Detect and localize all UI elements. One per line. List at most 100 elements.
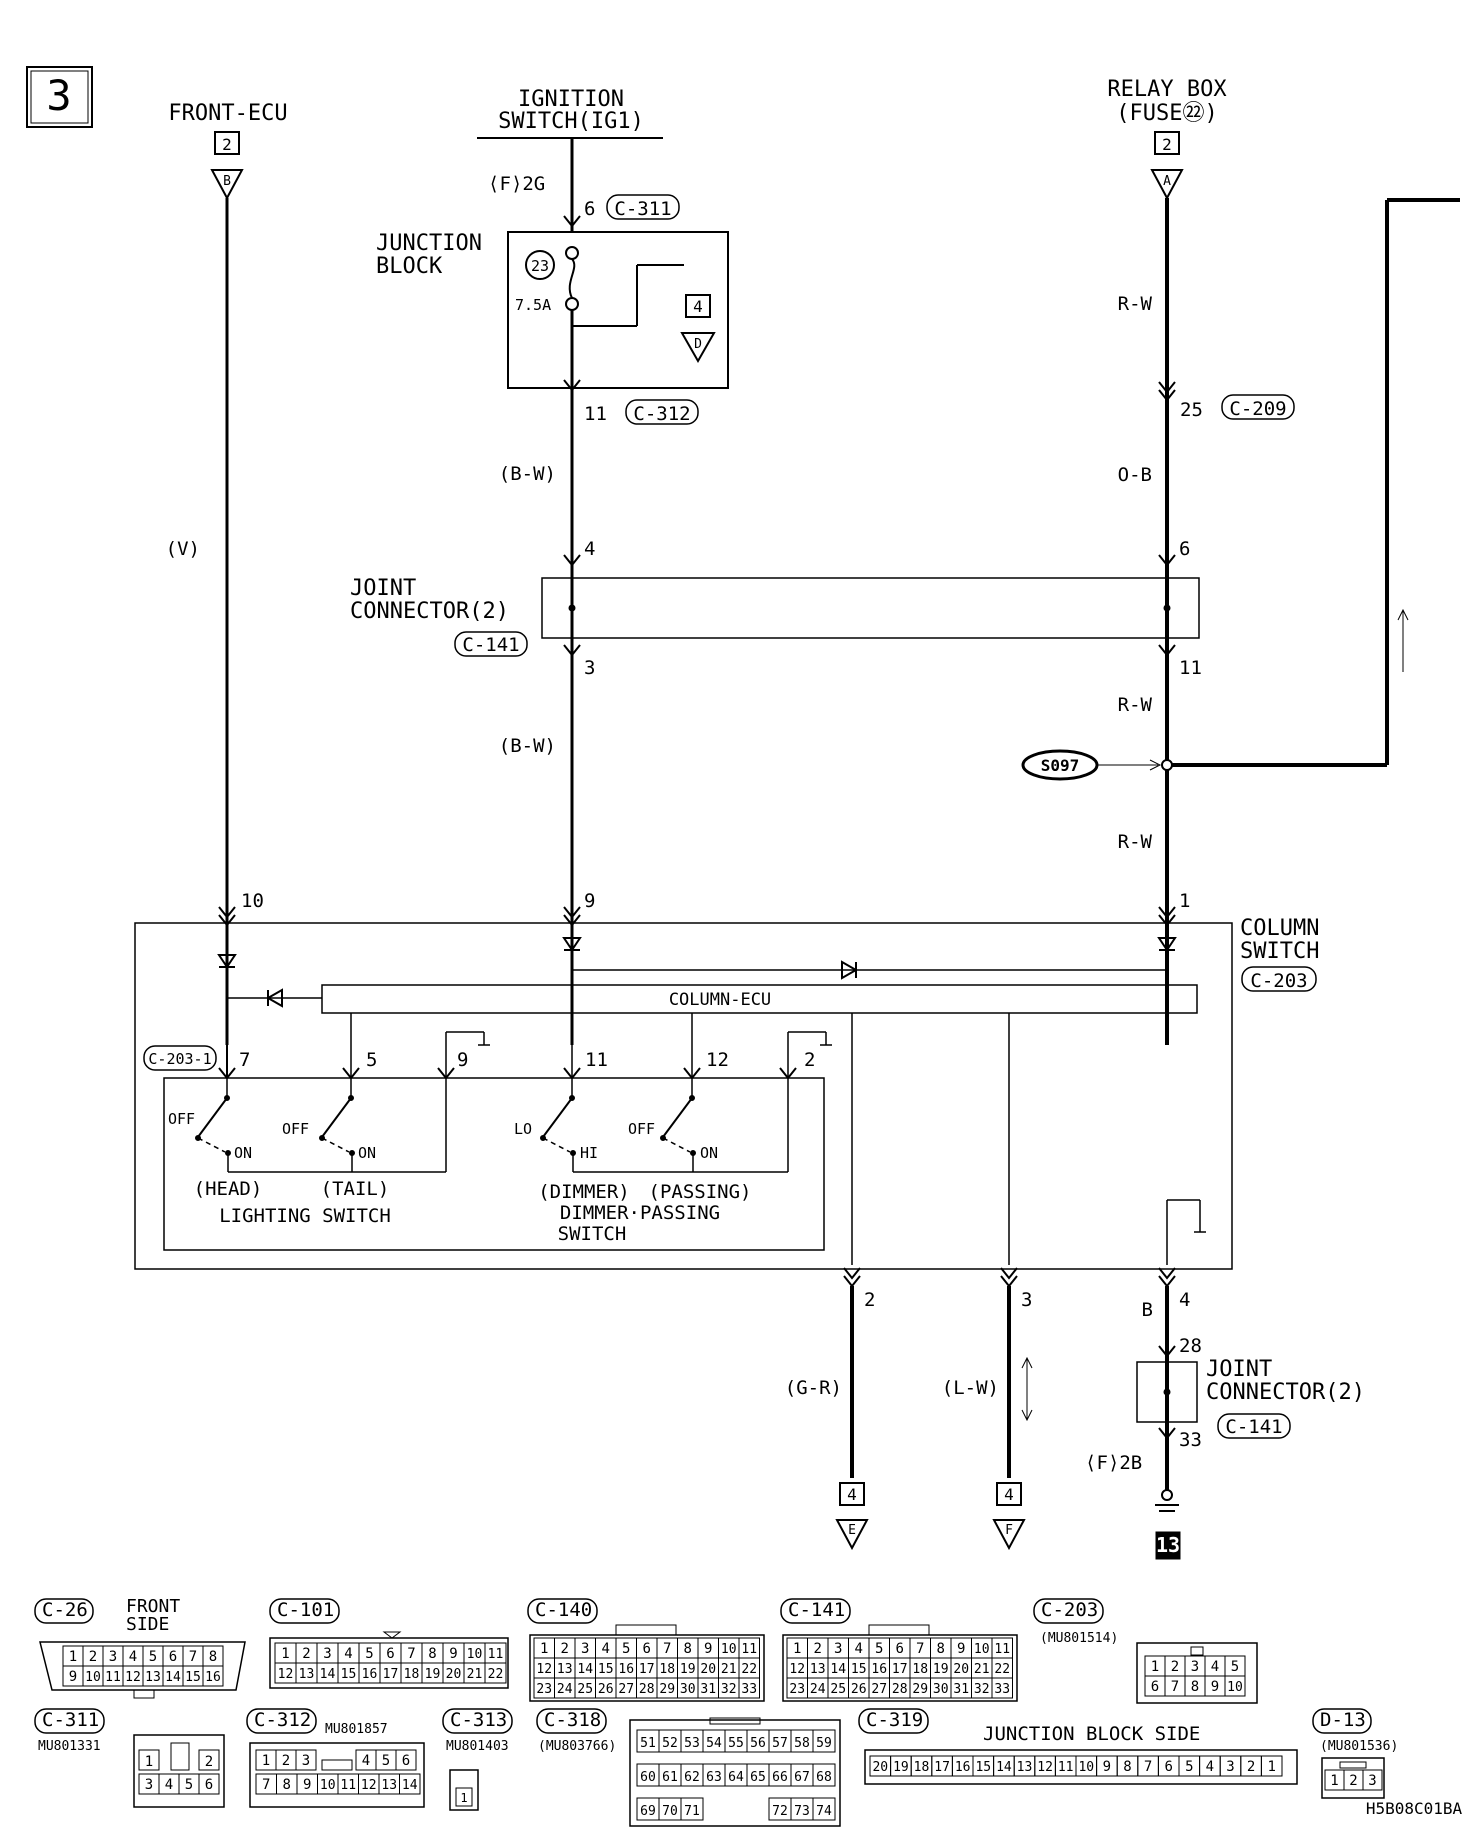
joint-connector-b-ref: C-141 xyxy=(1225,1416,1282,1438)
connector-c318-shell xyxy=(629,1719,841,1827)
connector-c319-pin: 17 xyxy=(934,1760,950,1775)
connector-c141-pin: 17 xyxy=(892,1662,908,1677)
connector-c101-pin: 8 xyxy=(428,1646,436,1662)
connector-c26-pin: 12 xyxy=(125,1670,141,1685)
connector-c26-pin: 7 xyxy=(189,1649,197,1665)
connector-c311-cell xyxy=(198,1773,220,1795)
connector-c141-pin: 14 xyxy=(830,1662,846,1677)
pin-arrow xyxy=(1158,1267,1176,1280)
label-outline xyxy=(1241,966,1317,992)
relay-box-arrow xyxy=(1150,169,1184,201)
connector-c318-pin: 56 xyxy=(750,1736,766,1751)
connector-c26-title: FRONT xyxy=(126,1596,180,1617)
connector-c101-pin: 1 xyxy=(281,1646,289,1662)
connector-d13-part: (MU801536) xyxy=(1320,1739,1398,1754)
connector-c318-pin: 60 xyxy=(640,1770,656,1785)
connector-c101-pin: 7 xyxy=(407,1646,415,1662)
connector-c141-pin: 19 xyxy=(933,1662,949,1677)
wire-color-rw: R-W xyxy=(1118,293,1153,315)
connector-c203-pin: 3 xyxy=(1191,1659,1199,1675)
connector-c101-pin: 21 xyxy=(467,1667,483,1682)
connector-c203-label-outline xyxy=(1033,1598,1104,1624)
connector-c101-pin: 18 xyxy=(404,1667,420,1682)
connector-c311-pin: 3 xyxy=(145,1777,153,1793)
connector-c203-pin: 1 xyxy=(1151,1659,1159,1675)
connector-c26-pin: 6 xyxy=(169,1649,177,1665)
connector-c140-pin: 1 xyxy=(540,1641,548,1657)
connector-c312-shell xyxy=(249,1742,425,1808)
switch-dash xyxy=(662,1137,691,1153)
connector-c312-ref: C-312 xyxy=(633,403,690,425)
ref-f-num: 4 xyxy=(1004,1485,1014,1504)
connector-c141-pin: 10 xyxy=(974,1642,990,1657)
connector-c141-pin: 1 xyxy=(793,1641,801,1657)
connector-c140-label-outline xyxy=(527,1598,598,1624)
diode-icon xyxy=(265,988,283,1008)
connector-c318-label: C-318 xyxy=(544,1709,601,1731)
ground-terminal xyxy=(1161,1489,1173,1501)
connector-c140-pin: 2 xyxy=(561,1641,569,1657)
connector-c141-pin: 8 xyxy=(937,1641,945,1657)
pin-4-out: 4 xyxy=(1179,1289,1190,1311)
connector-c312-cell xyxy=(295,1749,317,1771)
passing-switch-blade xyxy=(662,1097,693,1138)
connector-c140-shell xyxy=(529,1634,765,1702)
joint-connector-top xyxy=(541,577,1200,639)
connector-c101-pin: 9 xyxy=(449,1646,457,1662)
ref-f-label: F xyxy=(1005,1523,1013,1538)
dimmer-switch-blade xyxy=(542,1097,573,1138)
wire-color-v: (V) xyxy=(166,538,200,560)
connector-c101-pin: 11 xyxy=(488,1647,504,1662)
connector-c141-pin: 9 xyxy=(957,1641,965,1657)
connector-c101-label: C-101 xyxy=(277,1599,334,1621)
connector-c203-cell xyxy=(1224,1675,1246,1697)
connector-c141-pin: 29 xyxy=(912,1682,928,1697)
connector-c26-pin: 13 xyxy=(145,1670,161,1685)
connector-c318-pin: 67 xyxy=(794,1770,810,1785)
connector-c141-pin: 12 xyxy=(789,1662,805,1677)
connector-c203-key xyxy=(1190,1646,1204,1656)
connector-c313-label-outline xyxy=(442,1708,513,1734)
relay-box-ref xyxy=(1154,131,1180,155)
jb-ref-arrow xyxy=(680,332,716,364)
connector-c319-title: JUNCTION BLOCK SIDE xyxy=(983,1723,1200,1745)
switch-contact xyxy=(224,1095,230,1101)
jb-ref-box xyxy=(685,294,711,318)
connector-c140-pin: 32 xyxy=(721,1682,737,1697)
pin-arrow xyxy=(1158,644,1176,657)
ref-e-num: 4 xyxy=(847,1485,857,1504)
connector-c318-pin: 51 xyxy=(640,1736,656,1751)
connector-c318-pin: 62 xyxy=(684,1770,700,1785)
connector-c140-pin: 9 xyxy=(704,1641,712,1657)
connector-c101-pin: 16 xyxy=(362,1667,378,1682)
switch-contact xyxy=(689,1095,695,1101)
connector-c140-pin: 27 xyxy=(618,1682,634,1697)
pin-arrow xyxy=(218,906,236,919)
connector-c26-pin: 5 xyxy=(149,1649,157,1665)
connector-c141-pin: 13 xyxy=(810,1662,826,1677)
connector-c318-pin: 73 xyxy=(794,1804,810,1819)
ref-f-box xyxy=(996,1482,1022,1506)
wire-color-bw-2: (B-W) xyxy=(499,735,556,757)
pin-arrow xyxy=(1158,906,1176,919)
pin-28: 28 xyxy=(1179,1335,1202,1357)
connector-c318-pin: 58 xyxy=(794,1736,810,1751)
pin-arrow xyxy=(843,1267,861,1280)
wire-color-b: B xyxy=(1142,1299,1153,1321)
connector-c312-pin: 2 xyxy=(282,1753,290,1769)
connector-d13-pin: 3 xyxy=(1368,1773,1376,1789)
connector-c140-label: C-140 xyxy=(535,1599,592,1621)
connector-c140-pin: 20 xyxy=(700,1662,716,1677)
connector-c318-pin: 65 xyxy=(750,1770,766,1785)
pin-33: 33 xyxy=(1179,1429,1202,1451)
connector-c319-pin: 15 xyxy=(975,1760,991,1775)
wire-color-ob: O-B xyxy=(1118,464,1152,486)
connector-c312-pin: 9 xyxy=(303,1777,311,1793)
connector-c312-pin: 3 xyxy=(302,1753,310,1769)
cs-pin-5: 5 xyxy=(366,1049,377,1071)
bidirectional-arrow-head xyxy=(1021,1356,1033,1422)
pin-6b: 6 xyxy=(1179,538,1190,560)
connector-c319-pin: 11 xyxy=(1058,1760,1074,1775)
page-number-box xyxy=(26,66,93,128)
connector-c140-pin: 23 xyxy=(536,1682,552,1697)
